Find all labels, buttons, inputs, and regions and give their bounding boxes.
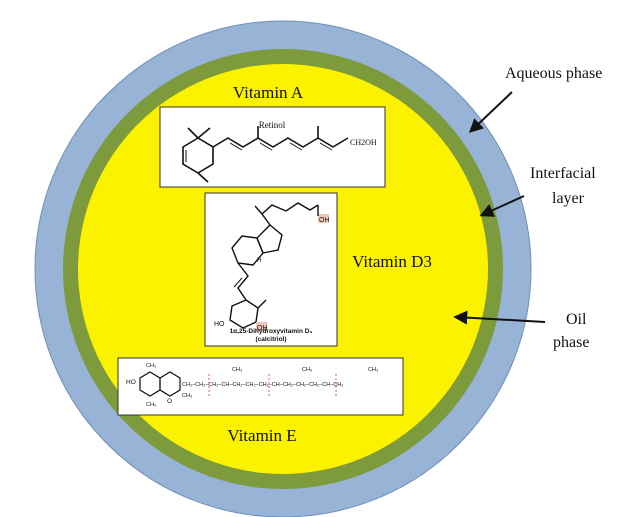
interfacial-layer-label-line1: Interfacial	[530, 165, 596, 182]
tocopherol-branch-1: CH₃	[232, 367, 242, 373]
retinol-structure: Retinol CH2OH	[159, 106, 386, 188]
oil-phase-arrow	[453, 310, 546, 325]
interfacial-layer-arrow	[479, 195, 525, 217]
interfacial-layer-label-line2: layer	[552, 190, 585, 207]
aqueous-phase-arrow	[468, 91, 513, 133]
tocopherol-branch-2: CH₃	[302, 367, 312, 373]
calcitriol-name-line2: (calcitriol)	[255, 336, 286, 343]
calcitriol-h: H	[257, 258, 261, 264]
calcitriol-name-line1: 1α,25-Dihydroxyvitamin D₃	[230, 328, 313, 335]
tocopherol-chain: CH₂–CH₂–CH₂–CH–CH₂–CH₂–CH₂–CH–CH₂–CH₂–CH…	[182, 382, 343, 388]
tocopherol-ch3-ring: CH₃	[182, 393, 192, 399]
tocopherol-o: O	[167, 398, 172, 405]
vitamin-a-label: Vitamin A	[233, 83, 304, 102]
aqueous-phase-label: Aqueous phase	[505, 65, 602, 82]
retinol-ch2oh: CH2OH	[350, 138, 377, 147]
calcitriol-oh-bottom: OH	[257, 325, 268, 332]
tocopherol-ho: HO	[126, 379, 136, 386]
tocopherol-ch3-bottom: CH₃	[146, 402, 156, 408]
tocopherol-ch3-top: CH₃	[146, 363, 156, 369]
oil-phase-label-line2: phase	[553, 334, 589, 351]
calcitriol-structure: OH H OH HO 1α,25-Dihydroxyvitamin D₃ (ca…	[204, 192, 338, 347]
vitamin-d3-label: Vitamin D3	[352, 252, 432, 271]
calcitriol-ho: HO	[214, 321, 225, 328]
retinol-name: Retinol	[259, 120, 286, 130]
oil-phase-label-line1: Oil	[566, 311, 587, 328]
tocopherol-branch-3: CH₃	[368, 367, 378, 373]
vitamin-e-label: Vitamin E	[227, 426, 296, 445]
calcitriol-oh-top: OH	[319, 217, 330, 224]
tocopherol-structure: HO CH₃ CH₃ O CH₃ CH₂–CH₂–CH₂–CH–CH₂–CH₂–…	[117, 357, 404, 416]
